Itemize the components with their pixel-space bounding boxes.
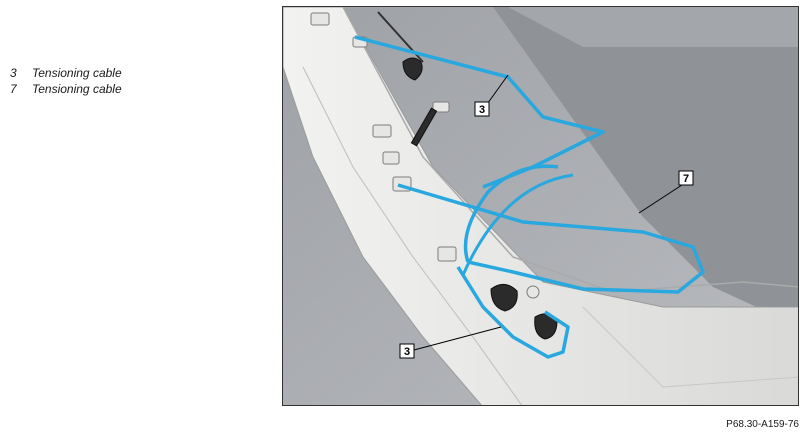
legend-item-3: 3 Tensioning cable bbox=[10, 65, 122, 81]
fastener-dark bbox=[402, 57, 423, 81]
callout-3-lower: 3 bbox=[399, 343, 415, 359]
dark-panel bbox=[493, 7, 798, 327]
clip bbox=[437, 246, 457, 262]
legend: 3 Tensioning cable 7 Tensioning cable bbox=[10, 65, 122, 97]
callout-label: 7 bbox=[683, 173, 689, 185]
legend-item-7: 7 Tensioning cable bbox=[10, 81, 122, 97]
legend-item-number: 3 bbox=[10, 66, 17, 80]
frame-inner-line bbox=[302, 66, 523, 405]
upper-panel bbox=[508, 7, 798, 47]
clip bbox=[372, 124, 392, 138]
callout-3-upper: 3 bbox=[474, 101, 490, 117]
legend-item-label: Tensioning cable bbox=[32, 82, 122, 96]
frame-lower-line bbox=[582, 306, 798, 388]
tensioning-cable-7-loop bbox=[463, 164, 559, 263]
legend-item-number: 7 bbox=[10, 82, 17, 96]
fastener-dark bbox=[490, 284, 518, 312]
tensioning-cable-3-loop bbox=[461, 173, 574, 276]
clip bbox=[432, 101, 450, 113]
frame-edge-line bbox=[342, 7, 798, 293]
callout-7: 7 bbox=[678, 170, 694, 186]
clip bbox=[526, 285, 540, 299]
technical-illustration: 3 7 3 bbox=[282, 6, 799, 406]
callout-label: 3 bbox=[479, 104, 485, 116]
fastener-dark bbox=[410, 107, 438, 147]
legend-item-label: Tensioning cable bbox=[32, 66, 122, 80]
callout-label: 3 bbox=[404, 346, 410, 358]
callout-leader bbox=[638, 182, 686, 214]
tensioning-cable-7 bbox=[397, 183, 705, 294]
clip bbox=[382, 151, 400, 165]
callout-leader bbox=[413, 326, 502, 351]
figure-reference: P68.30-A159-76 bbox=[726, 419, 799, 430]
clip bbox=[310, 12, 330, 26]
illustration-svg: 3 7 3 bbox=[283, 7, 798, 405]
tensioning-cable-3-lower bbox=[456, 266, 570, 359]
